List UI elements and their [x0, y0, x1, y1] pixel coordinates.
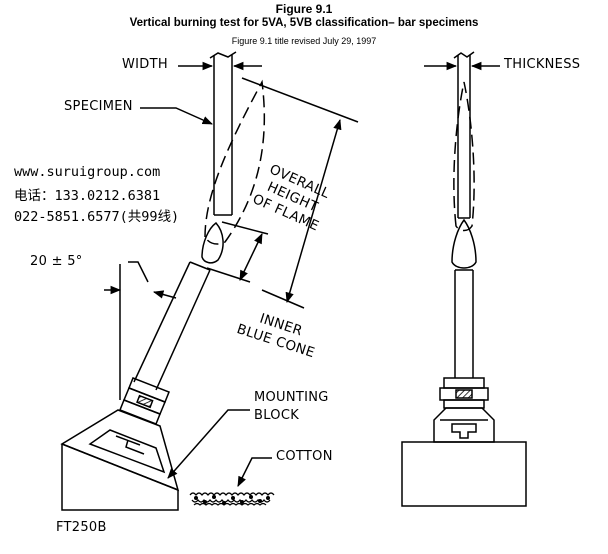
watermark-phone2-lines: 99 — [141, 209, 158, 225]
cotton-leader — [237, 457, 272, 487]
inner-blue-cone — [201, 221, 224, 264]
burner-base-right — [433, 407, 495, 443]
specimen-bar-right — [453, 51, 475, 219]
mounting-block-leader — [167, 409, 250, 479]
mounting-line1: MOUNTING — [254, 390, 329, 405]
inner-cone-dimension — [206, 221, 269, 283]
inner-blue-cone-right — [451, 218, 477, 269]
burner-collar-left — [119, 377, 170, 425]
width-label: WIDTH — [122, 57, 168, 72]
figure-code: FT250B — [56, 520, 107, 535]
cotton-texture — [194, 495, 270, 505]
burner-tube-left — [133, 261, 211, 391]
mounting-block-right — [401, 441, 527, 507]
watermark-phone2-end: 线) — [157, 209, 180, 225]
watermark-phone1: 电话：133.0212.6381 — [14, 188, 161, 204]
burner-base-left — [60, 409, 180, 492]
figure-revision-note: Figure 9.1 title revised July 29, 1997 — [231, 36, 377, 46]
burner-collar-right — [439, 377, 489, 409]
overall-height-dimension — [241, 77, 359, 309]
specimen-leader — [140, 107, 213, 125]
overall-flame-outline — [204, 79, 266, 245]
mounting-line2: BLOCK — [254, 408, 300, 423]
specimen-bar-left — [209, 51, 237, 216]
angle-indicator — [104, 261, 177, 400]
watermark-phone2-main: 022-5851.6577(共 — [14, 209, 142, 225]
specimen-label: SPECIMEN — [64, 99, 133, 114]
overall-flame-outline-right — [453, 81, 475, 232]
watermark-phone2: 022-5851.6577(共99线) — [14, 205, 179, 225]
cotton-label: COTTON — [276, 449, 333, 464]
figure-title: Vertical burning test for 5VA, 5VB class… — [129, 17, 479, 29]
mounting-block — [61, 443, 179, 511]
mounting-block-label: MOUNTING BLOCK — [254, 389, 329, 425]
burner-tube-right — [454, 269, 474, 378]
angle-label: 20 ± 5° — [30, 254, 83, 269]
watermark-website: www.suruigroup.com — [14, 164, 161, 180]
figure-number: Figure 9.1 — [275, 2, 333, 16]
thickness-label: THICKNESS — [504, 57, 581, 72]
